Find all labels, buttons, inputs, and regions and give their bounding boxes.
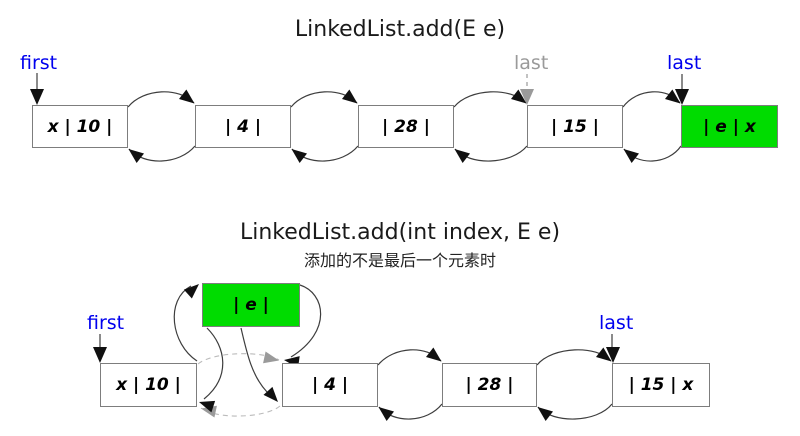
diagram2-subtitle: 添加的不是最后一个元素时: [303, 251, 496, 270]
old-links-dashed-ellipse: [197, 351, 281, 418]
first-pointer-arrow-bottom: [93, 334, 107, 363]
diagram2-title: LinkedList.add(int index, E e): [239, 220, 561, 245]
old-last-pointer-label: last: [514, 52, 549, 74]
node-28-bottom: | 28 |: [442, 363, 537, 407]
diagram1-title: LinkedList.add(E e): [294, 17, 506, 42]
node-28: | 28 |: [358, 105, 454, 148]
next-prev-arcs-bottom: [377, 347, 613, 421]
node-15: | 15 |: [527, 105, 623, 148]
node-15-bottom: | 15 | x: [612, 363, 710, 407]
first-pointer-arrow-top: [30, 73, 44, 105]
node-4: | 4 |: [195, 105, 291, 148]
node-4-bottom: | 4 |: [282, 363, 378, 407]
node-10-bottom: x | 10 |: [100, 363, 197, 407]
new-node-e-appended: | e | x: [681, 105, 778, 148]
last-pointer-label-top: last: [667, 52, 702, 74]
insertion-link-curves: [173, 284, 322, 413]
old-last-pointer-arrow: [520, 74, 534, 105]
new-node-e-inserted: | e |: [202, 283, 300, 327]
last-pointer-label-bottom: last: [599, 312, 634, 334]
first-pointer-label-top: first: [20, 52, 58, 74]
next-prev-arcs-top: [127, 89, 682, 163]
last-pointer-arrow-top: [675, 74, 689, 105]
last-pointer-arrow-bottom: [606, 334, 620, 363]
node-10: x | 10 |: [32, 105, 128, 148]
first-pointer-label-bottom: first: [87, 312, 125, 334]
